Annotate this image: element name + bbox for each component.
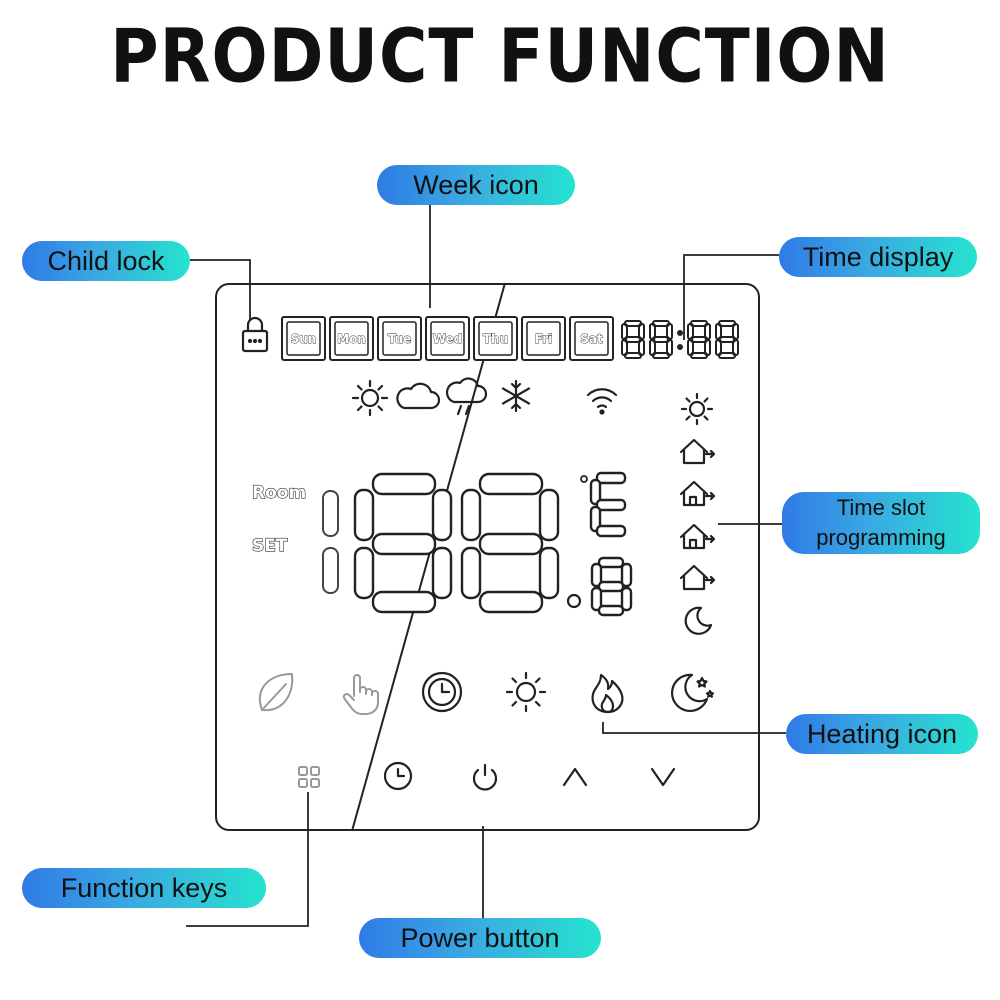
callout-week-icon: Week icon <box>377 165 575 205</box>
day-tue: Tue <box>377 316 422 361</box>
day-fri-label: Fri <box>535 332 552 346</box>
day-thu: Thu <box>473 316 518 361</box>
wifi-icon <box>586 388 618 415</box>
day-sun: Sun <box>281 316 326 361</box>
day-mon-label: Mon <box>337 332 366 346</box>
day-wed-label: Wed <box>433 332 463 346</box>
moon-icon <box>684 606 713 635</box>
callout-function-keys: Function keys <box>22 868 266 908</box>
time-display-digits <box>621 320 739 359</box>
slot-sun-icon <box>680 392 714 426</box>
hand-icon <box>342 674 379 715</box>
leader-heating-icon <box>602 722 786 734</box>
big-digit-one <box>322 490 339 594</box>
glass-divider <box>351 282 506 832</box>
home-leave-icon <box>679 438 716 465</box>
big-digit-1 <box>353 472 453 614</box>
callout-time-slot: Time slot programming <box>782 492 980 554</box>
week-days: Sun Mon Tue Wed Thu Fri Sat <box>281 316 614 361</box>
arrow-up-icon[interactable] <box>562 767 588 787</box>
callout-function-keys-label: Function keys <box>60 872 228 903</box>
day-sat-label: Sat <box>580 332 603 346</box>
home-1-icon <box>679 480 716 507</box>
mode-sun-icon <box>505 671 547 713</box>
rain-cloud-icon <box>445 377 488 416</box>
big-digit-2 <box>460 472 560 614</box>
clock-icon <box>421 671 463 713</box>
callout-heating-icon: Heating icon <box>786 714 978 754</box>
callout-time-slot-line2: programming <box>816 525 946 550</box>
leaf-icon <box>259 673 294 712</box>
callout-power-button: Power button <box>359 918 601 958</box>
callout-time-display: Time display <box>779 237 977 277</box>
day-thu-label: Thu <box>483 332 508 346</box>
callout-time-slot-line1: Time slot <box>836 495 926 520</box>
set-label: SET <box>252 536 288 556</box>
callout-heating-icon-label: Heating icon <box>806 718 958 749</box>
leader-lines <box>186 205 786 927</box>
small-decimal-digit <box>590 556 633 617</box>
callout-child-lock-label: Child lock <box>47 245 165 276</box>
power-icon[interactable] <box>472 763 498 791</box>
decimal-point <box>566 593 582 609</box>
sun-icon <box>351 379 389 417</box>
leader-child-lock <box>190 259 251 320</box>
timer-icon[interactable] <box>383 761 413 791</box>
grid-menu-icon[interactable] <box>298 766 320 788</box>
day-wed: Wed <box>425 316 470 361</box>
home-return-icon <box>679 564 716 591</box>
lock-icon <box>241 316 269 353</box>
snowflake-icon <box>501 379 531 413</box>
day-tue-label: Tue <box>388 332 412 346</box>
callout-time-display-label: Time display <box>802 241 954 272</box>
callout-power-button-label: Power button <box>400 922 560 953</box>
callout-child-lock: Child lock <box>22 241 190 281</box>
day-fri: Fri <box>521 316 566 361</box>
unit-symbol <box>580 471 627 538</box>
leader-time-display <box>683 254 779 340</box>
day-mon: Mon <box>329 316 374 361</box>
callout-week-icon-label: Week icon <box>413 169 539 200</box>
day-sat: Sat <box>569 316 614 361</box>
day-sun-label: Sun <box>291 332 317 346</box>
home-2-icon <box>679 523 716 550</box>
arrow-down-icon[interactable] <box>650 767 676 787</box>
leader-function-keys <box>186 792 309 927</box>
cloud-icon <box>396 382 441 410</box>
moon-stars-icon <box>671 673 715 712</box>
flame-icon <box>591 673 624 714</box>
thermostat-panel <box>215 283 760 831</box>
room-label: Room <box>252 483 306 503</box>
page-title: PRODUCT FUNCTION <box>110 13 890 100</box>
